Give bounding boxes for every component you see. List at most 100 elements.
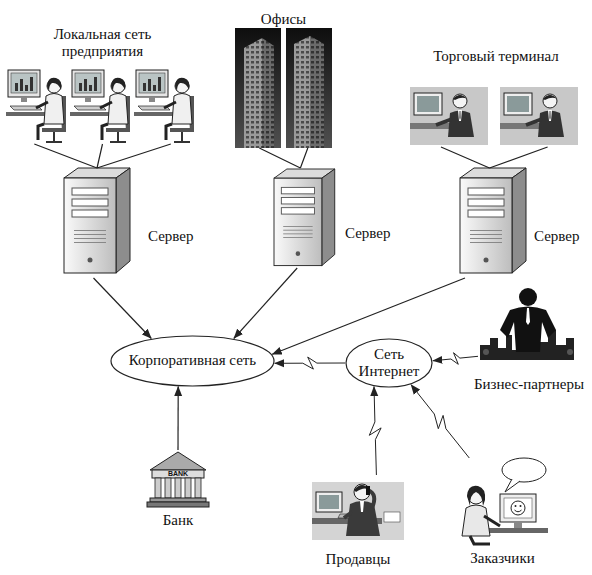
office-workers — [6, 70, 194, 142]
group-heading: Торговый терминал — [411, 48, 581, 65]
customer-figure-part — [484, 516, 500, 526]
network-label: Корпоративная сеть — [128, 352, 258, 369]
office-workers-part — [134, 70, 194, 142]
customer-figure-part — [500, 494, 536, 522]
terminal-group: Торговый терминал — [410, 85, 582, 147]
office-workers-part — [6, 70, 66, 142]
customer-figure-part — [467, 486, 485, 506]
network-ellipse: Сеть Интернет — [345, 338, 433, 388]
seller-figure-part — [319, 495, 339, 509]
bank-building-part — [175, 478, 181, 498]
connector-line — [259, 148, 308, 168]
server-label: Сервер — [148, 228, 194, 245]
office-buildings-part — [294, 36, 324, 148]
server-node: Сервер — [458, 168, 528, 278]
business-partner-figure-part — [500, 307, 556, 353]
office-buildings — [235, 28, 332, 148]
office-workers-part — [70, 70, 130, 142]
wireless-link — [411, 385, 469, 458]
customer-figure-part — [515, 505, 517, 507]
connector-line — [94, 278, 152, 339]
bank-building-part — [165, 478, 171, 498]
bank-building-part — [150, 452, 206, 470]
seller-node: Продавцы — [312, 475, 404, 543]
bank-building-part — [155, 478, 161, 498]
trading-terminal-people-part — [500, 87, 578, 145]
server-label: Сервер — [534, 228, 580, 245]
actor-label: Бизнес-партнеры — [474, 376, 584, 393]
business-partner-figure-part — [526, 308, 530, 325]
server-node: Сервер — [272, 168, 335, 268]
ellipse-shape — [111, 336, 274, 386]
network-ellipse: Корпоративная сеть — [110, 335, 275, 387]
business-partner-figure-part — [483, 349, 489, 355]
office-buildings-part — [310, 36, 324, 148]
seller-figure-part — [354, 484, 370, 500]
bank-building-part — [195, 478, 201, 498]
bank-building-part — [185, 478, 191, 498]
connector-line — [272, 278, 465, 354]
bank-building — [147, 452, 209, 507]
customer-figure-part — [488, 528, 548, 533]
wireless-link — [369, 387, 381, 476]
business-partner-figure-part — [519, 288, 537, 306]
partner-node: Бизнес-партнеры — [478, 285, 580, 360]
server-label: Сервер — [345, 225, 391, 242]
seller-figure-part — [316, 492, 342, 512]
customer-figure — [462, 458, 548, 544]
office-buildings-part — [286, 28, 332, 148]
sign-text: BANK — [152, 470, 204, 478]
group-heading: Офисы — [239, 11, 329, 28]
office-buildings-part — [262, 38, 274, 148]
customer-figure-part — [511, 501, 525, 515]
office-buildings-part — [244, 38, 274, 148]
ellipse-shape — [346, 339, 432, 387]
actor-label: Банк — [163, 512, 194, 529]
actor-label: Продавцы — [326, 551, 391, 568]
trading-terminal-people-part — [410, 87, 488, 145]
connector-line — [234, 268, 297, 339]
wireless-link — [433, 353, 478, 365]
customer-figure-part — [504, 498, 532, 518]
wireless-link — [275, 357, 345, 369]
seller-figure-part — [384, 512, 400, 522]
bank-node: Банк — [147, 450, 209, 507]
server-icons — [64, 168, 526, 273]
seller-figure-part — [344, 512, 352, 518]
server-node: Сервер — [62, 168, 132, 278]
business-partner-figure — [480, 288, 574, 360]
network-label: Сеть Интернет — [353, 346, 425, 381]
customer-figure-part — [462, 505, 490, 536]
customer-node: Заказчики — [455, 458, 550, 546]
server-icons-part — [274, 169, 335, 266]
connector-line — [34, 144, 171, 168]
connector-line — [441, 147, 548, 168]
connector-line — [177, 387, 178, 450]
bank-building-part — [147, 502, 209, 507]
seller-figure-part — [360, 501, 364, 512]
business-partner-figure-part — [567, 349, 573, 355]
seller-figure-part — [312, 482, 404, 540]
customer-figure-part — [514, 522, 522, 528]
customer-figure-part — [505, 479, 520, 492]
offices-group: Офисы — [235, 28, 332, 148]
server-icons-part — [64, 168, 130, 273]
lan-group: Локальная сеть предприятия — [5, 62, 200, 144]
seller-figure — [312, 482, 404, 540]
customer-figure-part — [470, 536, 490, 544]
office-buildings-part — [235, 28, 281, 148]
seller-figure-part — [346, 501, 380, 536]
seller-figure-part — [366, 486, 370, 495]
bank-building-part — [152, 470, 204, 478]
bank-building-part — [150, 498, 206, 502]
trading-terminal-people — [410, 87, 578, 145]
customer-figure-part — [515, 510, 522, 512]
customer-figure-part — [502, 458, 546, 482]
actor-label: Заказчики — [470, 550, 534, 567]
group-heading: Локальная сеть предприятия — [23, 26, 183, 61]
server-icons-part — [460, 168, 526, 273]
customer-figure-part — [520, 505, 522, 507]
